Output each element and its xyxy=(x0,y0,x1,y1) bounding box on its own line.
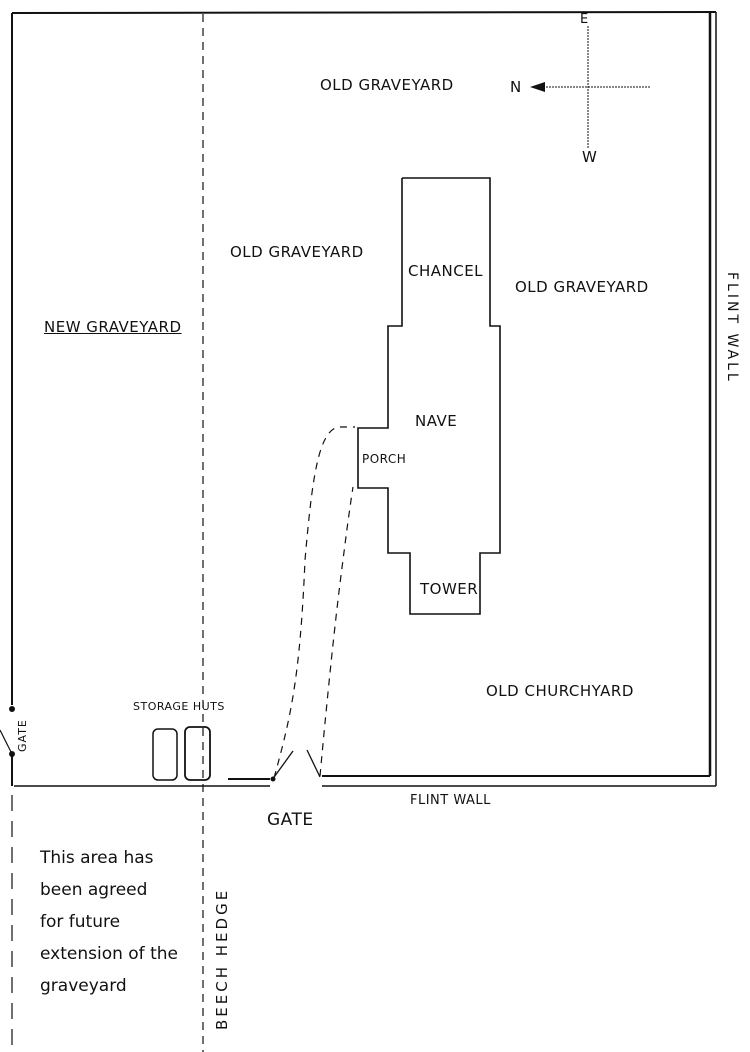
old-graveyard-right-label: OLD GRAVEYARD xyxy=(515,278,649,296)
storage-huts-label: STORAGE HUTS xyxy=(133,700,225,713)
porch-label: PORCH xyxy=(362,452,407,466)
compass-north-label: N xyxy=(510,78,522,96)
main-gate-leaf-left xyxy=(271,750,294,781)
compass-west-label: W xyxy=(582,148,598,166)
nave-label: NAVE xyxy=(415,412,458,430)
flint-wall-right-label: FLINT WALL xyxy=(724,272,740,384)
main-gate-label: GATE xyxy=(267,810,314,830)
boundary-top xyxy=(11,11,717,14)
flint-wall-bottom-label: FLINT WALL xyxy=(410,793,491,808)
new-graveyard-label: NEW GRAVEYARD xyxy=(44,318,182,336)
extension-note-line: for future xyxy=(40,912,121,932)
extension-note-line: This area has xyxy=(40,848,154,868)
north-arrow-icon xyxy=(530,82,545,92)
extension-note-line: been agreed xyxy=(40,880,148,900)
path-edge-left xyxy=(273,426,355,779)
storage-hut-2 xyxy=(184,726,211,781)
side-gate-post-top xyxy=(9,706,15,712)
extension-note: This area has been agreed for future ext… xyxy=(40,842,178,1002)
storage-hut-1 xyxy=(152,728,178,781)
chancel-label: CHANCEL xyxy=(408,262,484,280)
old-graveyard-middle-label: OLD GRAVEYARD xyxy=(230,243,364,261)
side-gate-post-bottom xyxy=(9,751,15,757)
church-outline xyxy=(357,177,501,615)
old-graveyard-top-label: OLD GRAVEYARD xyxy=(320,76,454,94)
extension-note-line: extension of the xyxy=(40,944,178,964)
old-churchyard-label: OLD CHURCHYARD xyxy=(486,682,634,700)
beech-hedge-label: BEECH HEDGE xyxy=(213,887,231,1030)
path-edge-right xyxy=(319,486,354,777)
tower-label: TOWER xyxy=(420,580,479,598)
compass-east-label: E xyxy=(580,12,589,27)
side-gate-leaf xyxy=(0,729,12,753)
extension-note-line: graveyard xyxy=(40,976,127,996)
main-gate-leaf-right xyxy=(306,749,321,778)
side-gate-label: GATE xyxy=(16,719,29,752)
